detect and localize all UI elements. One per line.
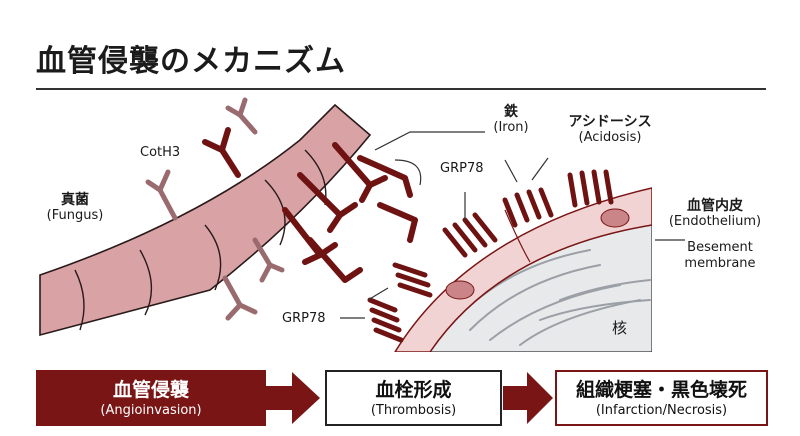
endothelium-label: 血管内皮 (Endothelium) xyxy=(668,198,762,229)
grp78-receptors xyxy=(367,169,614,343)
flow-step-angioinvasion: 血管侵襲 (Angioinvasion) xyxy=(36,370,266,426)
grp78-label-top: GRP78 xyxy=(440,161,484,176)
endothelial-nucleus xyxy=(600,208,630,228)
flow-step-necrosis: 組織梗塞・黒色壊死 (Infarction/Necrosis) xyxy=(555,370,768,426)
callout-lines xyxy=(340,131,685,319)
flow-arrow-icon xyxy=(262,372,320,424)
angioinvasion-illustration xyxy=(39,97,685,352)
page-title: 血管侵襲のメカニズム xyxy=(36,44,346,79)
nucleus-label: 核 xyxy=(612,319,628,337)
coth3-receptors-dark xyxy=(202,127,418,283)
endothelial-nucleus xyxy=(445,280,475,300)
grp78-label-bottom: GRP78 xyxy=(282,311,326,326)
iron-label: 鉄 (Iron) xyxy=(493,104,529,135)
acidosis-label: アシドーシス (Acidosis) xyxy=(568,114,652,145)
coth3-label: CotH3 xyxy=(140,145,181,160)
fungal-hypha xyxy=(39,103,372,337)
coth3-receptors-light xyxy=(145,97,285,321)
flow-step-thrombosis: 血栓形成 (Thrombosis) xyxy=(325,370,502,426)
fungus-label: 真菌 (Fungus) xyxy=(46,192,104,223)
basement-membrane-label: Besement membrane xyxy=(684,240,756,271)
title-divider xyxy=(36,88,766,90)
flow-arrow-icon xyxy=(503,372,553,424)
endothelial-junction xyxy=(504,209,531,263)
